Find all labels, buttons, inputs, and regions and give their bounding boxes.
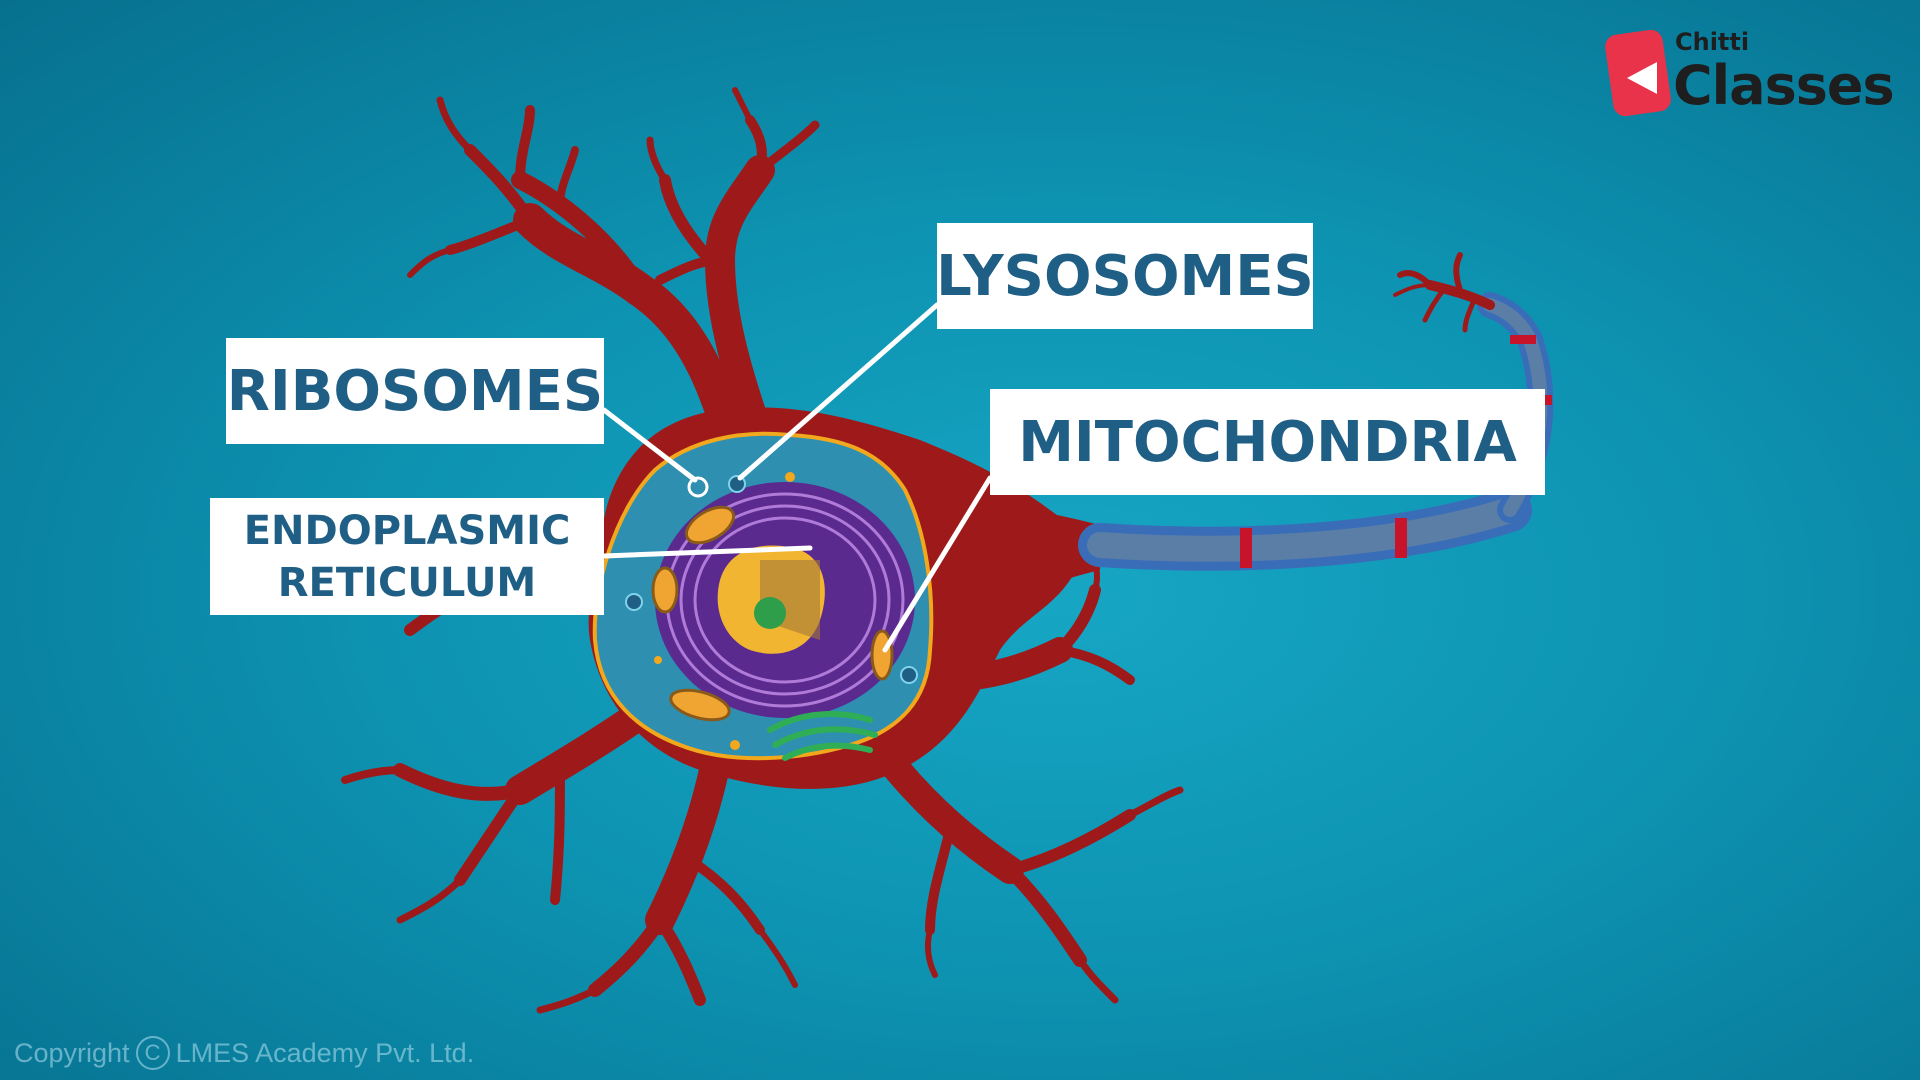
label-er-line2: RETICULUM (277, 559, 537, 606)
copyright-icon: C (135, 1036, 170, 1070)
label-ribosomes: RIBOSOMES (226, 338, 604, 444)
logo-top-text: Chitti (1675, 28, 1750, 56)
copyright-prefix: Copyright (14, 1037, 130, 1068)
nucleus-group (655, 482, 915, 718)
logo-icon (1605, 29, 1671, 117)
label-endoplasmic-reticulum: ENDOPLASMIC RETICULUM (210, 498, 604, 615)
copyright-owner: LMES Academy Pvt. Ltd. (175, 1037, 475, 1068)
axon-hillock (1030, 510, 1100, 590)
logo-main-text: Classes (1673, 54, 1895, 117)
leader-lines (601, 302, 993, 653)
golgi-apparatus (767, 711, 878, 761)
label-mitochondria: MITOCHONDRIA (990, 389, 1545, 495)
mitochondria-shapes (651, 505, 894, 722)
label-lysosomes: LYSOSOMES (936, 223, 1314, 329)
copyright-notice: Copyright C LMES Academy Pvt. Ltd. (14, 1036, 474, 1070)
label-er-line1: ENDOPLASMIC (243, 507, 571, 554)
chitti-classes-logo: Chitti Classes (1603, 26, 1903, 122)
